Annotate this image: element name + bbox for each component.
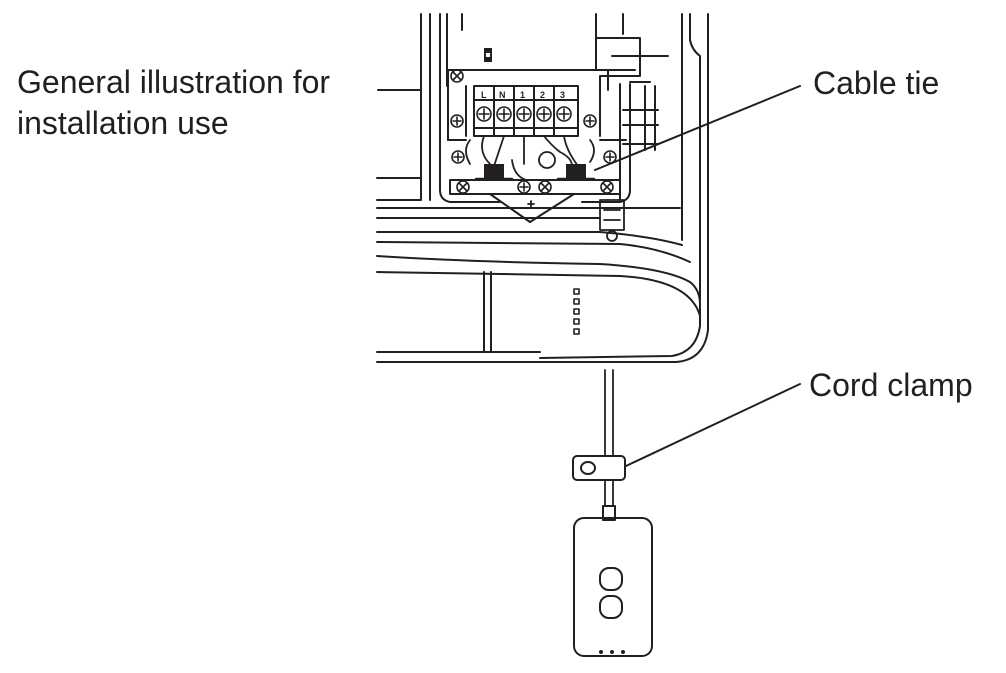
power-wires xyxy=(465,135,595,181)
cord-clamp xyxy=(572,455,626,481)
screw-icon xyxy=(456,180,614,194)
terminal-box: L N 1 2 3 xyxy=(439,13,631,242)
cable-tie xyxy=(474,164,596,181)
terminal-screw-icon xyxy=(476,106,572,122)
callout-cord-clamp: Cord clamp xyxy=(809,367,973,403)
terminal-label-2: 2 xyxy=(540,90,545,100)
led-indicator-icon xyxy=(573,288,580,335)
signal-cord xyxy=(604,369,614,507)
callout-general-line-1: General illustration for xyxy=(17,64,331,100)
terminal-label-3: 3 xyxy=(560,90,565,100)
remote-controller xyxy=(573,505,653,657)
button-icon xyxy=(599,567,623,619)
leader-lines xyxy=(377,85,801,467)
indoor-unit-housing xyxy=(376,13,709,363)
terminal-label-1: 1 xyxy=(520,90,525,100)
terminal-label-L: L xyxy=(481,90,487,100)
terminal-block: L N 1 2 3 xyxy=(473,85,579,137)
terminal-label-N: N xyxy=(499,90,506,100)
callout-cable-tie: Cable tie xyxy=(813,65,940,101)
callout-general-illustration: General illustration for installation us… xyxy=(17,62,330,144)
cable-clamp-bar xyxy=(449,179,621,223)
side-connector xyxy=(599,199,625,242)
callout-general-line-2: installation use xyxy=(17,105,229,141)
